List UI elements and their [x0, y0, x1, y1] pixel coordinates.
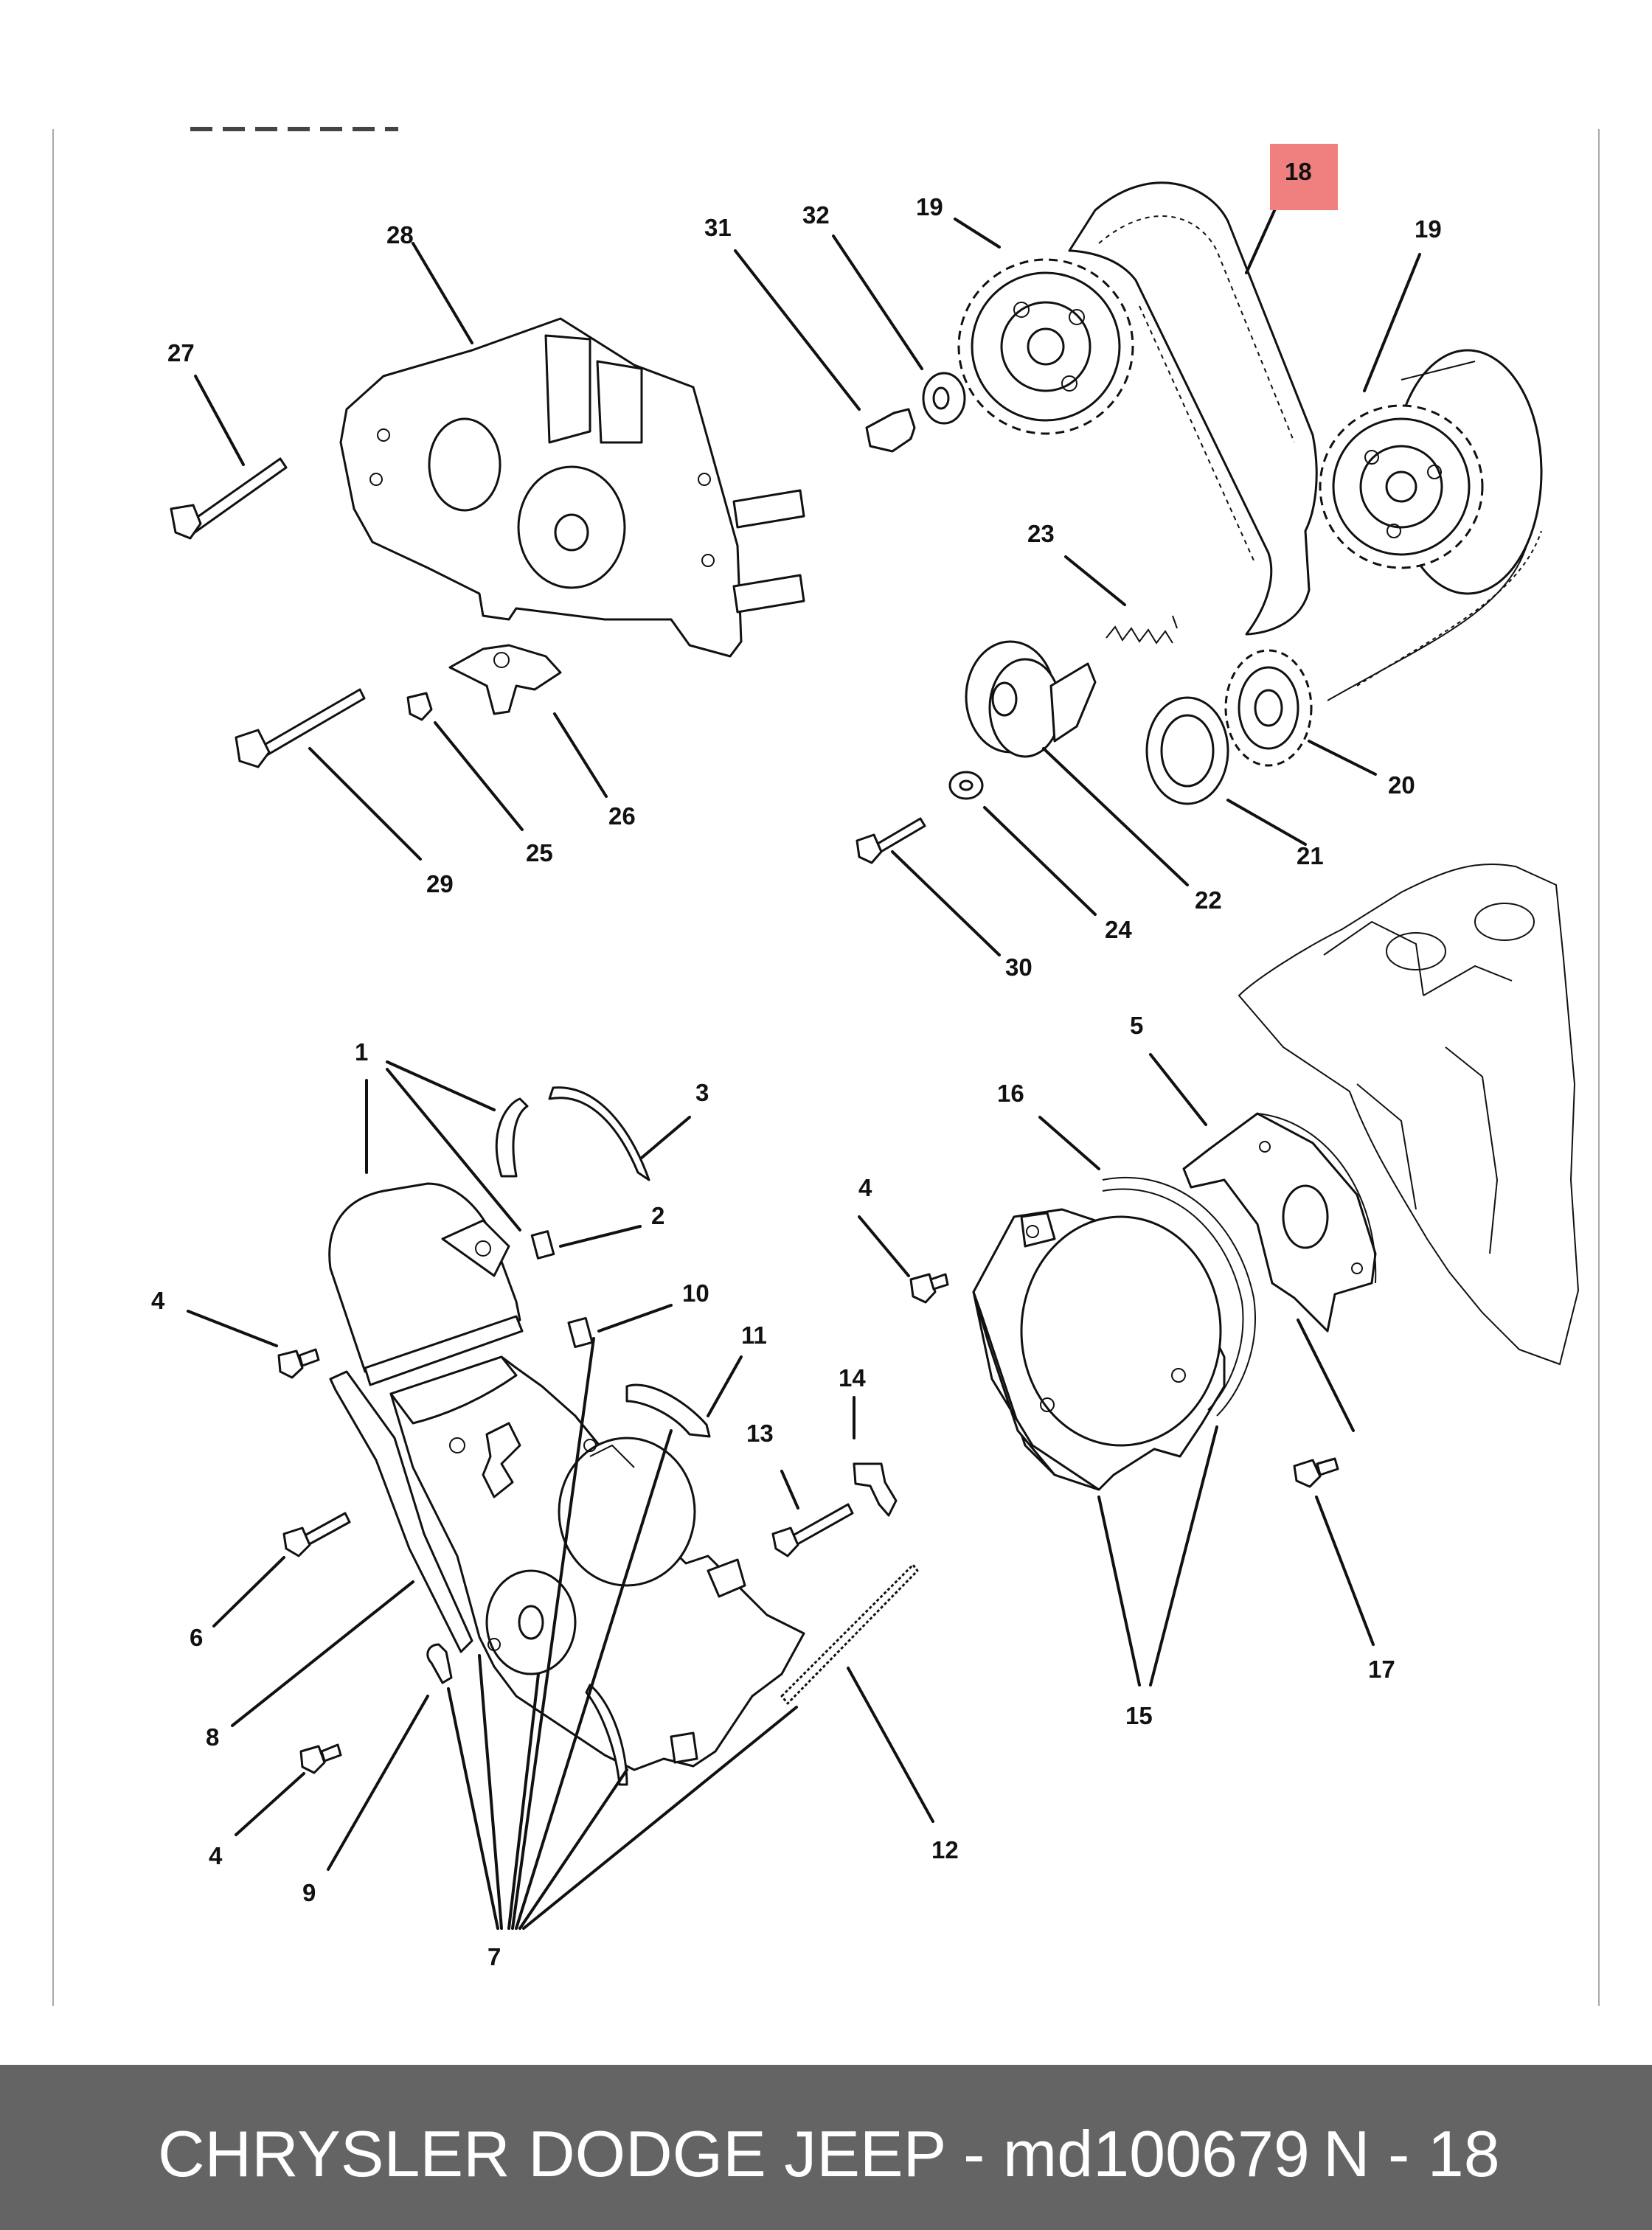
callout-21: 21 [1297, 842, 1324, 869]
callout-20: 20 [1388, 771, 1415, 799]
spacer-2 [530, 1230, 555, 1260]
callout-32: 32 [802, 201, 830, 229]
washer-24 [948, 771, 984, 800]
bolt-31 [865, 408, 916, 453]
rear-timing-bracket [339, 317, 805, 658]
footer-part-title: CHRYSLER DODGE JEEP - md100679 [158, 2117, 1310, 2190]
clip-9 [426, 1643, 453, 1684]
highlight-box-18 [1270, 144, 1338, 210]
callout-15: 15 [1125, 1702, 1153, 1729]
belt-guide-21 [1145, 696, 1229, 805]
exploded-parts-diagram: 18 19 19 31 32 28 27 23 20 21 22 24 30 2… [52, 127, 1600, 2006]
callout-1: 1 [355, 1038, 368, 1066]
callout-19-left: 19 [916, 193, 943, 220]
bolt-4-lower-left [299, 1743, 342, 1774]
seal-11 [625, 1383, 711, 1438]
camshaft-sprocket-19-right [1319, 349, 1543, 595]
callout-25: 25 [526, 839, 553, 866]
lower-timing-cover-7 [389, 1355, 805, 1786]
bolt-6 [282, 1512, 351, 1557]
callout-14: 14 [839, 1364, 866, 1392]
bolt-13 [771, 1503, 854, 1557]
footer-bar: CHRYSLER DODGE JEEP - md100679 N - 18 [0, 2065, 1652, 2230]
bolt-30 [856, 817, 926, 864]
callout-17: 17 [1368, 1656, 1395, 1683]
spacer-10 [567, 1316, 594, 1349]
callout-7: 7 [487, 1943, 501, 1970]
callout-22: 22 [1195, 886, 1222, 914]
strip-8 [329, 1370, 473, 1653]
callout-4-lower-left: 4 [209, 1842, 223, 1869]
inner-cover-plate-5 [1182, 1112, 1377, 1333]
outer-timing-cover-15 [972, 1208, 1226, 1491]
engine-block-outline [1238, 863, 1580, 1366]
callout-11: 11 [741, 1321, 767, 1349]
callout-labels: 18 19 19 31 32 28 27 23 20 21 22 24 30 2… [151, 158, 1442, 1970]
callout-26: 26 [608, 802, 636, 830]
gasket-16 [1102, 1176, 1256, 1417]
callout-3: 3 [695, 1079, 709, 1106]
bracket-14 [853, 1462, 898, 1517]
callout-23: 23 [1027, 520, 1055, 547]
bolt-27 [170, 457, 288, 540]
camshaft-sprocket-19-left [957, 258, 1134, 435]
crankshaft-sprocket-20 [1224, 649, 1313, 767]
callout-6: 6 [190, 1624, 203, 1651]
callout-8: 8 [206, 1723, 219, 1751]
seal-3 [495, 1086, 650, 1181]
leader-lines [187, 198, 1421, 1930]
callout-4-upper-left: 4 [151, 1287, 165, 1314]
callout-19-right: 19 [1415, 215, 1442, 243]
callout-31: 31 [704, 214, 732, 241]
seal-strip-12 [780, 1563, 919, 1705]
callout-30: 30 [1005, 954, 1032, 981]
callout-4-right: 4 [858, 1174, 872, 1201]
callout-18: 18 [1285, 158, 1312, 185]
callout-29: 29 [426, 870, 454, 897]
callout-13: 13 [746, 1420, 774, 1447]
callout-5: 5 [1130, 1012, 1143, 1039]
callout-12: 12 [931, 1836, 959, 1863]
bracket-clip-26 [448, 644, 562, 715]
bolt-17 [1293, 1457, 1339, 1488]
bolt-4-right [909, 1273, 949, 1304]
upper-timing-cover-1 [328, 1182, 524, 1386]
callout-9: 9 [302, 1879, 316, 1906]
timing-belt-18 [1068, 181, 1542, 701]
callout-27: 27 [167, 339, 195, 367]
washer-32 [922, 372, 966, 425]
callout-28: 28 [386, 221, 414, 249]
callout-10: 10 [682, 1279, 709, 1307]
bolt-29 [235, 688, 366, 768]
callout-16: 16 [997, 1080, 1024, 1107]
spring-23 [1106, 615, 1178, 645]
bolt-4-upper-left [277, 1348, 320, 1379]
belt-tensioner-22 [965, 640, 1097, 758]
callout-2: 2 [651, 1202, 664, 1229]
footer-page-ref: N - 18 [1323, 2117, 1500, 2190]
screw-25 [406, 692, 433, 721]
callout-24: 24 [1105, 916, 1132, 943]
